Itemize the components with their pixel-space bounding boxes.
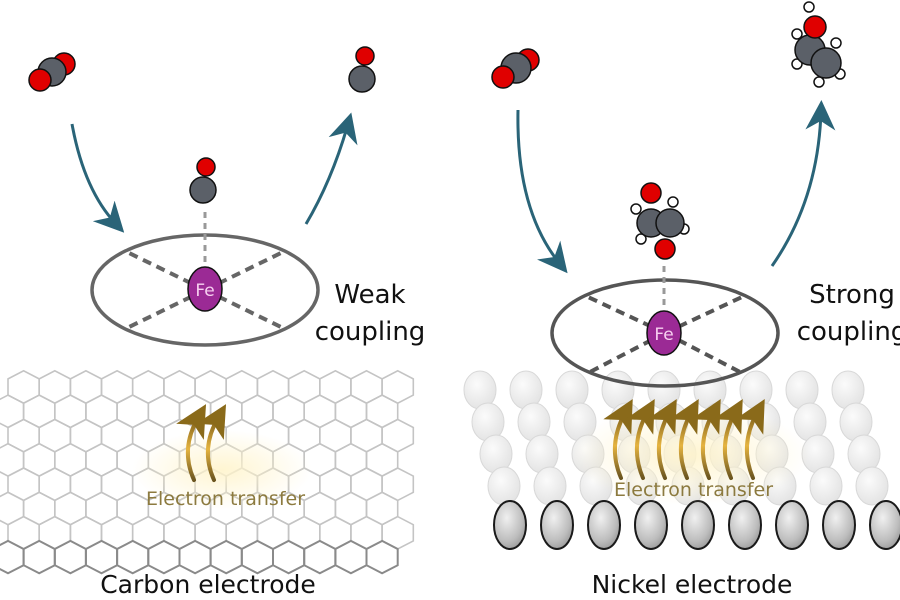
hydrogen-atom — [791, 28, 803, 40]
nickel-atom-back — [855, 466, 889, 506]
graphene-hexagon — [272, 539, 306, 575]
electron-arrow — [647, 399, 677, 480]
nickel-atom-surface — [634, 500, 668, 550]
electron-transfer-label: Electron transfer — [614, 479, 773, 501]
electron-arrow — [713, 399, 743, 480]
electron-arrow — [735, 399, 765, 480]
product-arrow — [304, 112, 358, 225]
graphene-hexagon — [147, 539, 181, 575]
carbon-atom — [189, 176, 217, 204]
hydrogen-atom — [635, 233, 647, 245]
nickel-atom-surface — [775, 500, 809, 550]
electrode-label: Nickel electrode — [592, 570, 793, 599]
co2-reactant-molecule — [28, 52, 76, 92]
graphene-hexagon — [0, 442, 25, 478]
hydrogen-atom — [667, 196, 679, 208]
coupling-label-line1: Weak — [334, 280, 405, 310]
oxygen-atom — [355, 46, 375, 66]
nickel-atom-surface — [869, 500, 900, 550]
carbon-panel: Electron transfer Fe — [0, 46, 426, 599]
hydrogen-atom — [813, 76, 825, 88]
oxygen-atom — [196, 157, 216, 177]
electron-arrow — [176, 404, 207, 482]
co-product-molecule — [348, 46, 376, 93]
graphene-hexagon — [116, 539, 150, 575]
electron-transfer-label: Electron transfer — [146, 488, 305, 510]
nickel-atom-surface — [587, 500, 621, 550]
nickel-atom-surface — [540, 500, 574, 550]
oxygen-atom — [640, 182, 662, 204]
carbon-atom — [655, 208, 685, 238]
oxygen-atom — [491, 65, 515, 89]
co2-reactant-molecule — [491, 48, 540, 89]
graphene-hexagon — [0, 539, 25, 575]
fe-atom-label: Fe — [195, 281, 214, 301]
c2-product-molecule — [791, 1, 846, 88]
oxygen-atom — [803, 15, 827, 39]
graphene-hexagon — [0, 394, 25, 429]
graphene-hexagon — [178, 539, 212, 575]
oxygen-atom — [28, 68, 52, 92]
carbon-atom — [348, 65, 376, 93]
oxygen-atom — [654, 238, 676, 260]
electron-arrow — [196, 404, 227, 482]
electron-transfer-arrows — [176, 404, 227, 482]
graphene-hexagon — [0, 491, 25, 526]
electron-transfer-glow — [132, 430, 312, 510]
hydrogen-atom — [803, 1, 815, 13]
nickel-atom-surface — [681, 500, 715, 550]
reactant-arrow — [516, 109, 568, 274]
hydrogen-atom — [830, 37, 842, 49]
coupling-label-line1: Strong — [809, 280, 895, 310]
nickel-atom-surface — [493, 500, 527, 550]
electron-arrow — [603, 399, 633, 480]
graphene-hexagon — [303, 539, 337, 575]
graphene-hexagon — [209, 539, 243, 575]
hydrogen-atom — [630, 203, 642, 215]
electron-arrow — [691, 399, 721, 480]
fe-porphyrin-ring: Fe — [550, 266, 780, 388]
nickel-surface-layer — [493, 500, 900, 550]
graphene-hexagon — [22, 539, 56, 575]
coupling-label-line2: coupling — [315, 317, 426, 347]
graphene-hexagon — [53, 539, 87, 575]
electrode-label: Carbon electrode — [100, 570, 316, 599]
fe-porphyrin-ring: Fe — [90, 212, 320, 347]
fe-atom — [187, 266, 223, 312]
carbon-atom — [810, 47, 842, 79]
nickel-atom-back — [487, 466, 521, 506]
product-arrow — [770, 100, 836, 267]
coupling-label-line2: coupling — [797, 317, 900, 347]
graphene-hexagon — [334, 539, 368, 575]
nickel-atom-surface — [822, 500, 856, 550]
nickel-atom-back — [533, 466, 567, 506]
electron-arrow — [669, 399, 699, 480]
electron-arrow — [625, 399, 655, 480]
reactant-arrow — [70, 123, 125, 233]
fe-atom — [646, 310, 682, 356]
graphene-hexagon — [84, 539, 119, 575]
nickel-atom-back — [809, 466, 843, 506]
adsorbed-c2-intermediate — [630, 182, 690, 260]
graphene-hexagon — [240, 539, 274, 575]
fe-atom-label: Fe — [654, 325, 673, 345]
nickel-panel: Fe Electron transfer — [463, 1, 900, 599]
nickel-atom-surface — [728, 500, 762, 550]
adsorbed-co-molecule — [189, 157, 217, 204]
electron-transfer-arrows — [603, 399, 765, 480]
graphene-hexagon — [365, 539, 399, 575]
